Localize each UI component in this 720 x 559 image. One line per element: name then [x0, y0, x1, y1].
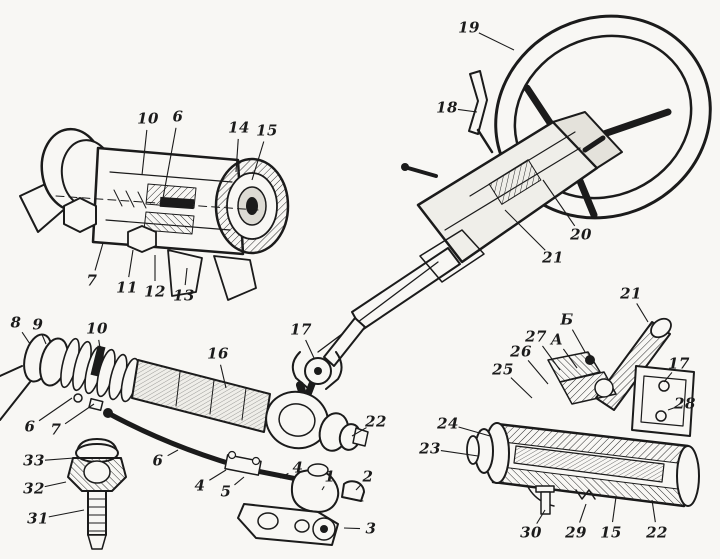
valve-housing-detail [466, 317, 700, 515]
leader-line-7 [64, 403, 95, 425]
leader-line-33 [44, 457, 75, 461]
leader-line-31 [48, 509, 85, 518]
leader-line-17 [663, 372, 673, 383]
leader-line-28 [667, 407, 675, 411]
leader-line-26 [527, 360, 549, 385]
leader-line-3 [343, 527, 361, 530]
leader-line-15 [611, 496, 617, 523]
leader-line-25 [510, 377, 533, 399]
leader-lines [21, 32, 675, 530]
gear-housing-detail [19, 127, 290, 301]
leader-line-15 [251, 141, 265, 181]
leader-line-11 [128, 249, 134, 278]
leader-line-А [562, 348, 578, 369]
leader-line-10 [98, 339, 101, 349]
leader-line-23 [440, 450, 479, 457]
leader-line-21 [636, 303, 649, 323]
ball-stud-detail [67, 438, 127, 550]
leader-line-7 [94, 242, 104, 271]
leader-line-17 [305, 339, 315, 359]
leader-line-8 [21, 331, 31, 345]
tie-rod-assembly [103, 408, 365, 546]
leader-line-14 [235, 138, 239, 173]
leader-line-20 [542, 179, 576, 227]
leader-line-22 [651, 499, 656, 523]
turn-lever [468, 70, 488, 135]
leader-line-4 [209, 469, 227, 481]
leader-line-10 [141, 129, 148, 176]
leader-line-5 [234, 476, 245, 486]
leader-line-9 [41, 334, 47, 345]
leader-line-19 [478, 32, 515, 51]
steering-column [317, 70, 623, 367]
leader-line-6 [162, 127, 177, 199]
leader-line-27 [542, 345, 561, 371]
leader-line-24 [458, 426, 491, 437]
leader-line-2 [355, 484, 361, 491]
leader-line-18 [457, 108, 478, 113]
leader-line-4 [279, 472, 289, 479]
leader-line-16 [219, 364, 227, 389]
leader-line-1 [321, 486, 325, 491]
leader-line-22 [351, 427, 367, 437]
leader-line-Б [571, 329, 586, 353]
leader-line-30 [536, 509, 546, 524]
leader-line-21 [504, 209, 546, 251]
leader-line-6 [38, 397, 73, 422]
leader-line-32 [44, 481, 67, 488]
leader-line-6 [167, 449, 179, 457]
steering-rack [0, 333, 369, 452]
leader-line-29 [579, 503, 587, 523]
leader-line-13 [184, 267, 188, 286]
